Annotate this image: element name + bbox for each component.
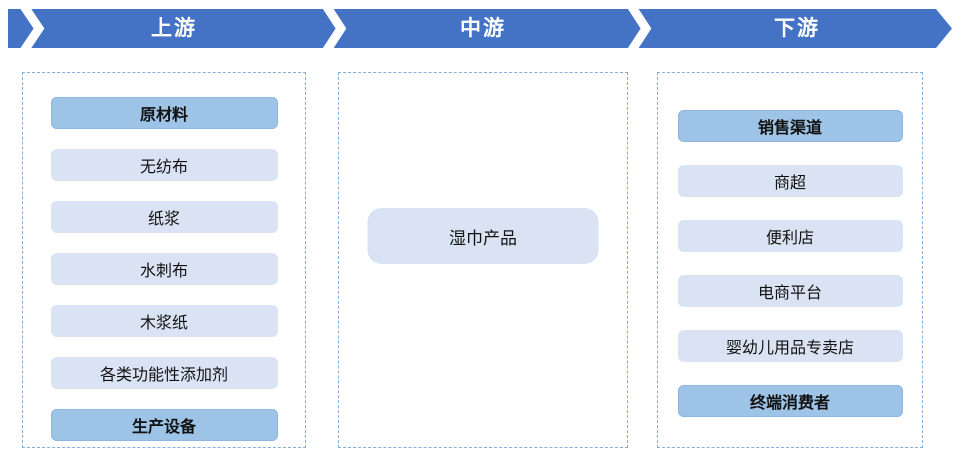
chevron-divider-icon: [321, 1, 347, 56]
arrow-band-shape: [8, 9, 952, 48]
stage-label-midstream: 中游: [460, 17, 506, 40]
node-paper-pulp: 纸浆: [50, 201, 278, 233]
stage-label-downstream: 下游: [774, 17, 820, 40]
downstream-panel: 销售渠道 商超 便利店 电商平台 婴幼儿用品专卖店 终端消费者: [657, 72, 923, 448]
node-ecommerce-platform: 电商平台: [677, 275, 903, 307]
node-functional-additives: 各类功能性添加剂: [50, 357, 278, 389]
node-convenience-store: 便利店: [677, 220, 903, 252]
chevron-divider-icon: [626, 1, 652, 56]
midstream-panel: 湿巾产品: [338, 72, 628, 448]
node-wet-wipes-product: 湿巾产品: [367, 208, 599, 264]
node-end-consumers-header: 终端消费者: [677, 385, 903, 417]
node-supermarket: 商超: [677, 165, 903, 197]
chevron-arrows-graphic: [8, 1, 952, 56]
node-sales-channels-header: 销售渠道: [677, 110, 903, 142]
process-stage-banner: 上游 中游 下游: [0, 0, 964, 62]
node-production-equipment-header: 生产设备: [50, 409, 278, 441]
node-nonwoven-fabric: 无纺布: [50, 149, 278, 181]
node-raw-materials-header: 原材料: [50, 97, 278, 129]
node-wood-pulp-paper: 木浆纸: [50, 305, 278, 337]
node-baby-products-specialty-store: 婴幼儿用品专卖店: [677, 330, 903, 362]
node-spunlace-fabric: 水刺布: [50, 253, 278, 285]
upstream-panel: 原材料 无纺布 纸浆 水刺布 木浆纸 各类功能性添加剂 生产设备: [22, 72, 306, 448]
chevron-divider-icon: [18, 1, 45, 56]
stage-label-upstream: 上游: [151, 17, 197, 40]
